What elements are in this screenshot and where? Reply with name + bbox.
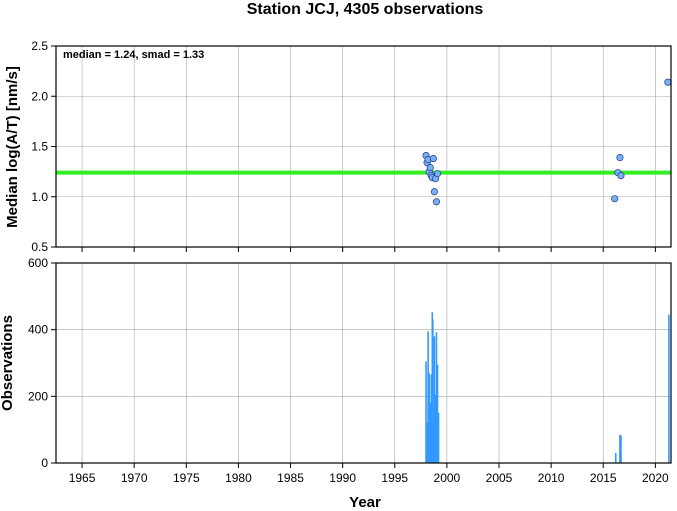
data-point [432,198,441,206]
observation-bar [432,423,435,463]
observation-bar [426,423,428,463]
x-tick-label: 1985 [277,471,304,485]
bottom-grid [56,262,671,464]
data-point [430,188,438,196]
x-tick-label: 2010 [538,471,565,485]
x-tick-label: 2015 [590,471,617,485]
data-point [433,170,442,178]
bottom-bars [425,312,670,463]
bottom-y-tick-label: 200 [28,389,48,403]
bottom-y-ticks: 0 200 400 600 [28,256,56,470]
top-y-tick-label: 2.0 [31,89,48,103]
observation-bar [668,314,670,463]
bottom-y-axis-label: Observations [0,315,16,411]
top-y-ticks: 0.5 1.0 1.5 2.0 2.5 [31,39,56,254]
top-points [422,78,672,206]
top-y-tick-label: 0.5 [31,240,48,254]
observation-bar [620,435,622,463]
data-point [429,155,437,163]
bottom-y-tick-label: 0 [41,456,48,470]
observation-bar [430,374,433,463]
observation-bar [428,373,430,463]
x-tick-label: 2020 [642,471,669,485]
x-tick-label: 2005 [486,471,513,485]
x-tick-label: 1990 [329,471,356,485]
observation-bar [614,453,617,463]
observation-bar [436,364,439,463]
observation-bar [433,336,436,463]
top-y-axis-label: Median log(A/T) [nm/s] [4,66,21,228]
bottom-y-tick-label: 400 [28,323,48,337]
chart-title: Station JCJ, 4305 observations [247,1,484,18]
top-y-tick-label: 1.5 [31,140,48,154]
bottom-panel: 0 200 400 600 1965 1970 1975 1980 1985 1990 1995 2… [0,256,672,511]
observation-bar [427,331,429,463]
x-tick-label: 1975 [173,471,200,485]
x-tick-label: 1995 [381,471,408,485]
data-point [616,154,624,162]
x-axis-label: Year [349,494,381,511]
observation-bar [435,332,438,463]
top-panel: 0.5 1.0 1.5 2.0 2.5 median = 1.24, smad = 1.… [4,39,672,254]
x-tick-label: 1970 [121,471,148,485]
bottom-plot-frame [55,262,672,464]
x-tick-label: 2000 [434,471,461,485]
observation-bar [434,394,437,463]
data-point [426,164,434,172]
bottom-y-tick-label: 600 [28,256,48,270]
observation-bar [429,403,432,463]
data-point [617,172,625,180]
bottom-x-ticks: 1965 1970 1975 1980 1985 1990 1995 2000 2005 2010… [69,463,669,485]
x-tick-label: 1980 [225,471,252,485]
top-grid [56,45,671,252]
observation-bar [425,361,427,463]
data-point [664,78,672,86]
top-y-tick-label: 2.5 [31,39,48,53]
observation-bar [432,319,434,463]
x-tick-label: 1965 [69,471,96,485]
data-point [611,195,619,203]
top-y-tick-label: 1.0 [31,190,48,204]
observation-bar [437,413,440,463]
median-annotation: median = 1.24, smad = 1.33 [63,49,204,61]
observation-bar [619,434,621,463]
